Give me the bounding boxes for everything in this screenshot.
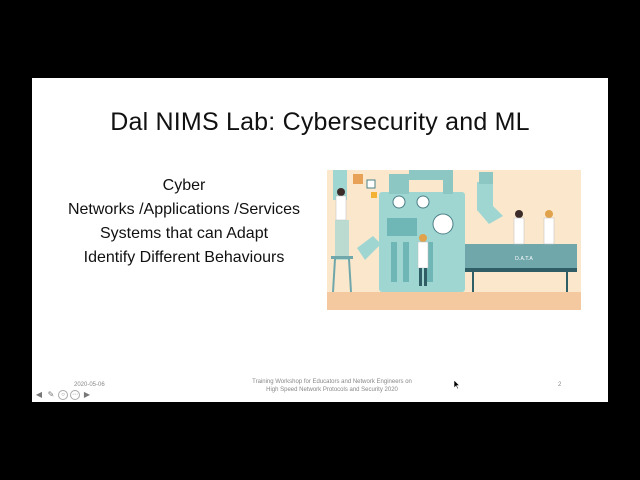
presentation-toolbar: ◀ ✎ ○ ⋯ ▶ bbox=[34, 389, 92, 401]
footer-line: High Speed Network Protocols and Securit… bbox=[266, 387, 398, 393]
page-number: 2 bbox=[558, 382, 562, 388]
slide-title: Dal NIMS Lab: Cybersecurity and ML bbox=[110, 108, 530, 136]
illustration-label: D.A.T.A bbox=[515, 256, 533, 262]
bullet-item: Identify Different Behaviours bbox=[83, 249, 285, 266]
bullet-item: Cyber bbox=[162, 177, 206, 194]
pen-icon[interactable]: ✎ bbox=[47, 390, 55, 399]
zoom-icon[interactable]: ○ bbox=[58, 390, 68, 400]
slide: Dal NIMS Lab: Cybersecurity and ML Cyber… bbox=[32, 78, 608, 402]
footer-workshop-text: Training Workshop for Educators and Netw… bbox=[182, 378, 482, 394]
footer-line: Training Workshop for Educators and Netw… bbox=[252, 379, 412, 385]
more-icon[interactable]: ⋯ bbox=[70, 390, 80, 400]
bullet-list: Cyber Networks /Applications /Services S… bbox=[50, 174, 318, 270]
factory-illustration: D.A.T.A bbox=[327, 170, 581, 310]
footer-date: 2020-05-06 bbox=[74, 382, 105, 388]
next-arrow-icon[interactable]: ▶ bbox=[83, 390, 91, 399]
bullet-item: Systems that can Adapt bbox=[99, 225, 269, 242]
mouse-pointer-icon bbox=[454, 380, 460, 390]
prev-arrow-icon[interactable]: ◀ bbox=[35, 390, 43, 399]
bullet-item: Networks /Applications /Services bbox=[67, 201, 301, 218]
